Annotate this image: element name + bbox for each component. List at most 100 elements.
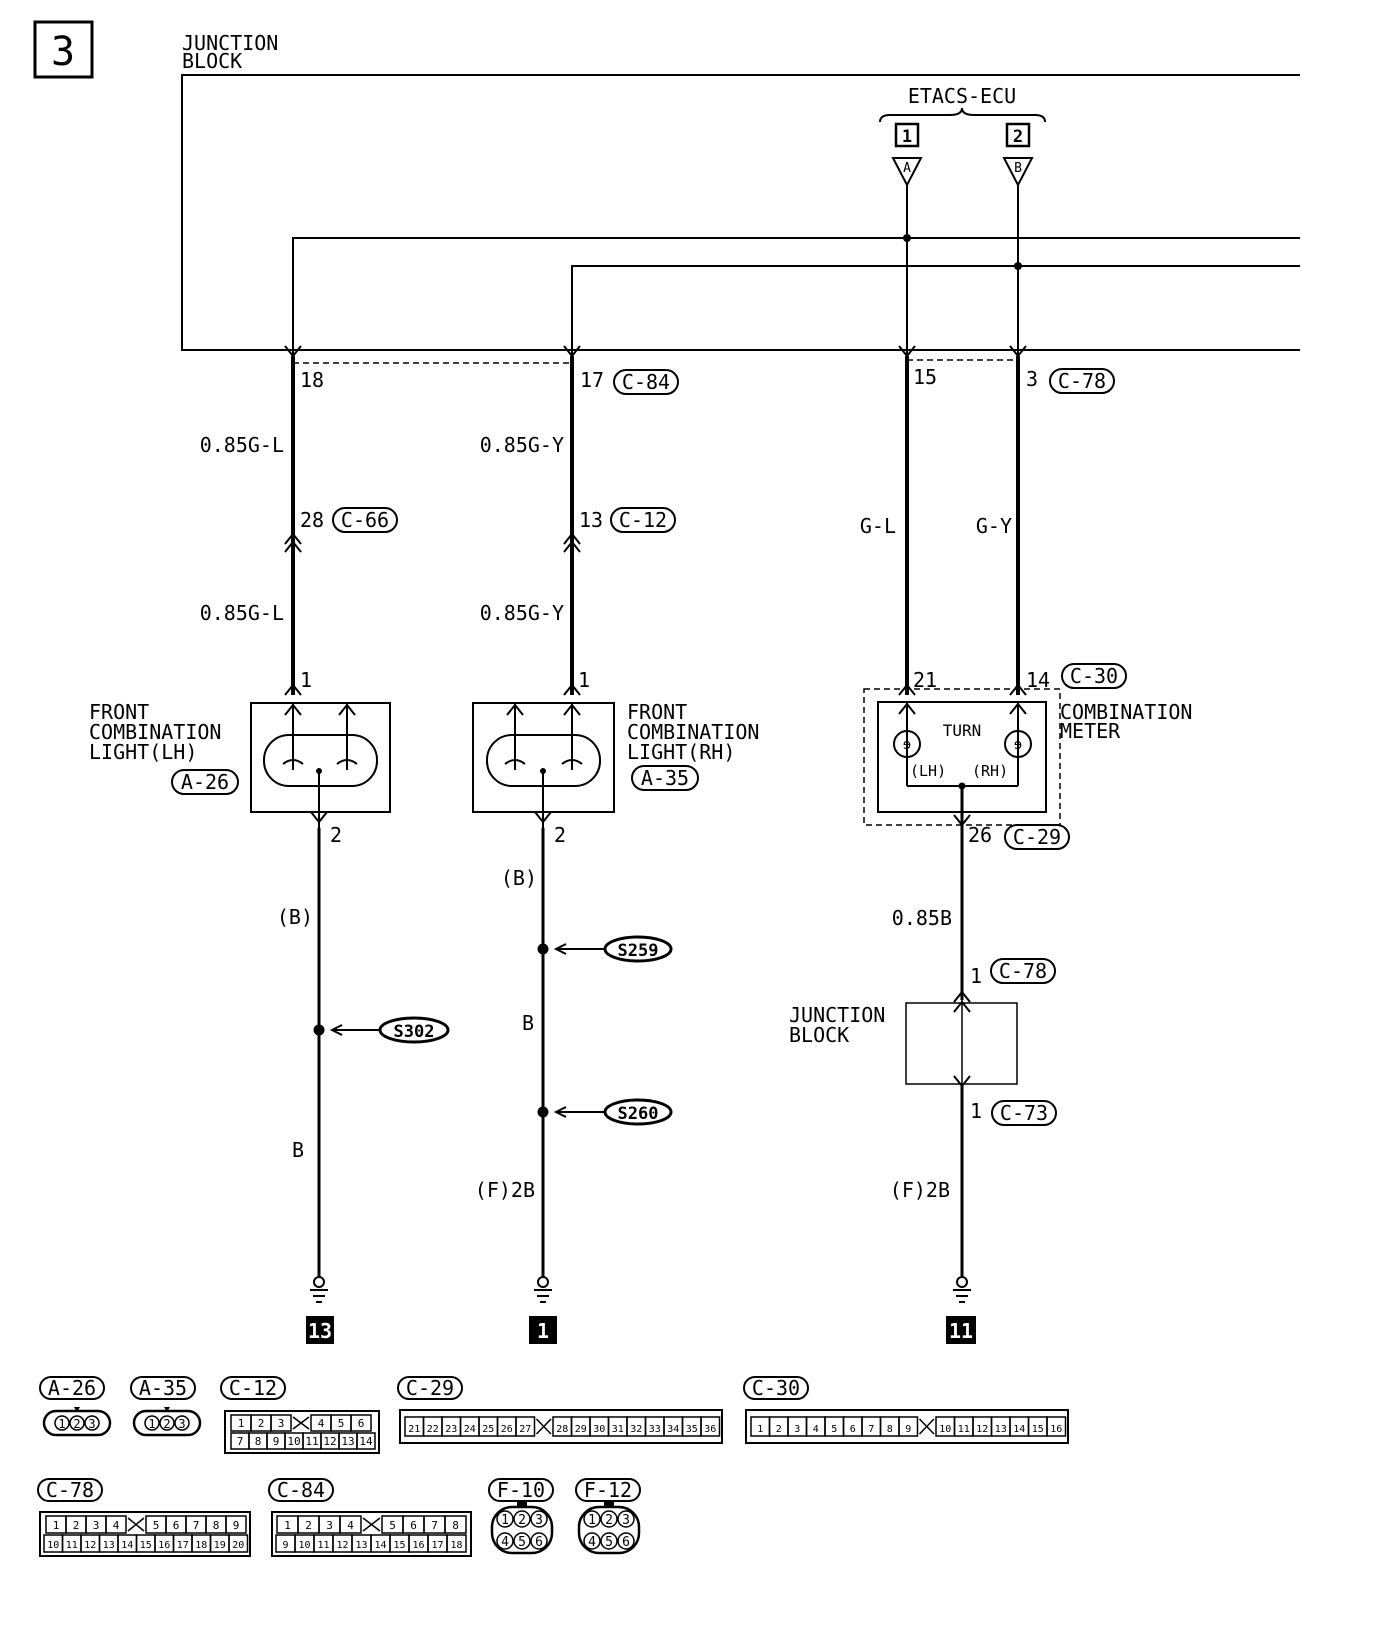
legend-connector-tag: [130, 1376, 196, 1400]
legend-blank-cavity: [535, 1418, 552, 1435]
bulb-leads: [506, 703, 581, 770]
legend-pin-cell: [350, 1414, 372, 1432]
component-label: LIGHT(RH): [627, 740, 735, 764]
pin-label: 1: [970, 964, 982, 988]
legend-pin-number: 36: [704, 1424, 716, 1435]
etacs-box-1: [894, 122, 920, 148]
legend-pin-cell: [174, 1415, 190, 1431]
legend-pin-cell: [700, 1416, 721, 1437]
connector-tag-c73: [991, 1100, 1057, 1126]
pin-label: 3: [1026, 367, 1038, 391]
legend-pin-number: 8: [887, 1424, 893, 1435]
legend-pin-cell: [513, 1510, 531, 1528]
legend-pin-number: 28: [556, 1424, 568, 1435]
etacs-triangle-b: [1002, 157, 1034, 188]
legend-pin-number: 10: [287, 1435, 300, 1448]
legend-pin-number: 8: [213, 1519, 220, 1532]
component-label: COMBINATION: [1060, 700, 1192, 724]
legend-pin-number: 35: [686, 1424, 698, 1435]
legend-connector-label: C-29: [406, 1376, 454, 1400]
connector-tag-c66: [332, 507, 398, 533]
legend-pin-number: 10: [47, 1540, 59, 1551]
legend-key-mark: [604, 1502, 614, 1508]
indicator-label: (RH): [972, 762, 1008, 780]
legend-pin-number: 14: [359, 1435, 373, 1448]
legend-pin-number: 2: [518, 1513, 526, 1528]
legend-pin-number: 12: [976, 1424, 988, 1435]
legend-connector-tag: [488, 1478, 554, 1502]
component-label: LIGHT(LH): [89, 740, 197, 764]
turn-indicator-lh: [893, 730, 921, 758]
legend-pin-cell: [496, 1510, 514, 1528]
legend-pin-number: 3: [326, 1519, 333, 1532]
legend-pin-cell: [515, 1416, 536, 1437]
legend-pin-cell: [356, 1432, 376, 1450]
legend-pin-number: 16: [158, 1540, 170, 1551]
legend-pin-cell: [54, 1415, 70, 1431]
legend-pin-number: 3: [794, 1424, 800, 1435]
splice-arrow: [329, 1024, 343, 1036]
connector-arrow: [898, 683, 1027, 696]
legend-pin-number: 15: [1032, 1424, 1044, 1435]
junction-block-label-2: BLOCK: [182, 49, 242, 73]
legend-key-mark: [74, 1407, 80, 1412]
bulb-leads: [284, 703, 356, 770]
legend-pin-number: 25: [482, 1424, 494, 1435]
legend-pin-number: 2: [305, 1519, 312, 1532]
legend-pin-number: 7: [868, 1424, 874, 1435]
legend-pin-number: 2: [258, 1417, 265, 1430]
wire-label: (B): [277, 905, 313, 929]
legend-connector-housing: [399, 1409, 723, 1444]
legend-pin-number: 1: [53, 1519, 60, 1532]
page-number: 3: [51, 29, 75, 75]
legend-pin-number: 15: [140, 1540, 152, 1551]
legend-blank-cavity: [362, 1517, 381, 1532]
legend-pin-cell: [105, 1515, 127, 1534]
legend-pin-cell: [270, 1414, 292, 1432]
legend-pin-number: 10: [298, 1540, 310, 1551]
legend-pin-cell: [69, 1415, 85, 1431]
etacs-box-2-label: 2: [1013, 127, 1023, 147]
connector-tag-label: C-78: [999, 959, 1047, 983]
ground-symbol: [953, 1276, 971, 1303]
legend-connector-housing: [271, 1511, 472, 1557]
legend-pin-number: 20: [232, 1540, 244, 1551]
legend-connector-label: A-26: [48, 1376, 96, 1400]
legend-pin-number: 6: [535, 1535, 543, 1550]
connector-tag-label: C-66: [341, 508, 389, 532]
legend-pin-number: 6: [622, 1535, 630, 1550]
legend-pin-number: 26: [501, 1424, 513, 1435]
legend-connector-label: C-84: [277, 1478, 325, 1502]
legend-pin-number: 21: [408, 1424, 420, 1435]
connector-arrow: [563, 683, 581, 696]
ground-point-label: 1: [537, 1319, 549, 1343]
etacs-box-2: [1005, 122, 1031, 148]
legend-pin-number: 13: [103, 1540, 115, 1551]
connector-tag-label: A-26: [181, 770, 229, 794]
legend-pin-number: 9: [233, 1519, 240, 1532]
legend-pin-cell: [898, 1416, 919, 1437]
connector-tag-c78: [990, 958, 1056, 984]
legend-connector-label: C-78: [46, 1478, 94, 1502]
pin-label: 18: [300, 368, 324, 392]
pin-label: 21: [913, 668, 937, 692]
indicator-label: (LH): [910, 762, 946, 780]
wire-label: (F)2B: [475, 1178, 535, 1202]
legend-pin-number: 24: [464, 1424, 476, 1435]
pin-label: 1: [970, 1099, 982, 1123]
legend-pin-cell: [617, 1510, 635, 1528]
legend-pin-number: 12: [323, 1435, 336, 1448]
component-label: COMBINATION: [89, 720, 221, 744]
legend-pin-number: 5: [153, 1519, 160, 1532]
inline-connector-arrow: [563, 532, 581, 553]
legend-connector-label: C-12: [229, 1376, 277, 1400]
legend-pin-number: 18: [450, 1540, 462, 1551]
legend-pin-number: 14: [121, 1540, 133, 1551]
legend-key-mark: [517, 1502, 527, 1508]
legend-pin-number: 8: [255, 1435, 262, 1448]
junction-block-label-1: JUNCTION: [182, 31, 278, 55]
ground-point-label: 13: [308, 1319, 332, 1343]
jb-internal-wire-rh: [571, 265, 1300, 355]
